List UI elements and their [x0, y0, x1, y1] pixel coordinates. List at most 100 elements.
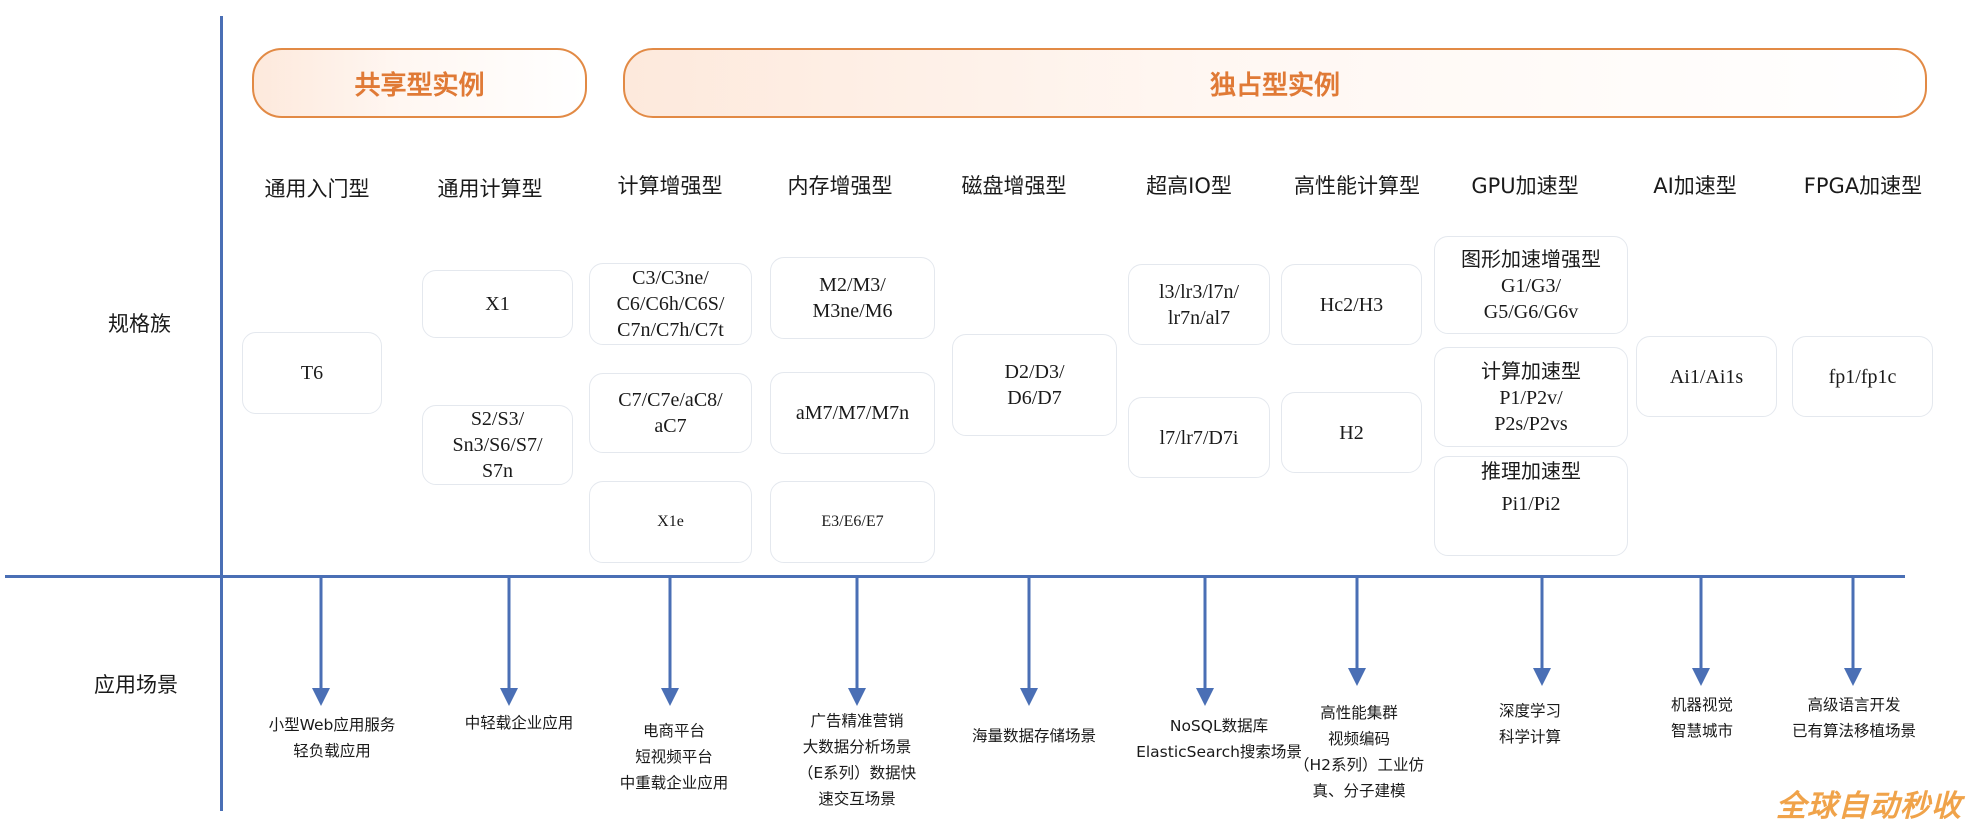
- scenario-line: 机器视觉: [1670, 696, 1733, 714]
- spec-text: Hc2/H3: [1319, 293, 1384, 316]
- scenario-line: 深度学习: [1498, 702, 1561, 720]
- spec-text: Pi1/Pi2: [1501, 493, 1561, 515]
- banner-shared-label: 共享型实例: [354, 70, 485, 101]
- scenario-text: 高性能集群 视频编码 （H2系列）工业仿 真、分子建模: [1269, 700, 1449, 804]
- spec-box: C3/C3ne/ C6/C6h/C6S/ C7n/C7h/C7t: [589, 263, 752, 345]
- spec-box: M2/M3/ M3ne/M6: [770, 257, 935, 339]
- row-label-scenario: 应用场景: [94, 673, 178, 697]
- spec-box: 推理加速型 Pi1/Pi2: [1434, 456, 1628, 556]
- spec-text: M3ne/M6: [812, 300, 893, 322]
- scenario-line: 真、分子建模: [1312, 782, 1406, 800]
- spec-text: P2s/P2vs: [1494, 413, 1568, 435]
- spec-text: X1e: [657, 513, 684, 530]
- spec-text: C7n/C7h/C7t: [617, 319, 724, 341]
- gpu-group-title: 推理加速型: [1481, 459, 1581, 483]
- scenario-line: 电商平台: [642, 722, 705, 740]
- horizontal-axis-line: [5, 575, 1905, 578]
- column-header: 磁盘增强型: [961, 174, 1067, 198]
- arrow: [1020, 577, 1038, 706]
- spec-box: l7/lr7/D7i: [1128, 397, 1270, 478]
- spec-text: aM7/M7/M7n: [795, 402, 910, 424]
- column-header: FPGA加速型: [1803, 174, 1923, 198]
- spec-box: S2/S3/ Sn3/S6/S7/ S7n: [422, 405, 573, 485]
- vertical-axis-line: [220, 16, 223, 811]
- banner-shared-instance: 共享型实例: [252, 48, 587, 118]
- scenario-line: 智慧城市: [1670, 722, 1733, 740]
- scenario-text: 高级语言开发 已有算法移植场景: [1764, 692, 1944, 744]
- spec-text: C6/C6h/C6S/: [616, 293, 725, 315]
- spec-text: aC7: [654, 415, 687, 437]
- spec-text: T6: [300, 362, 324, 384]
- column-header: 通用计算型: [437, 177, 543, 201]
- scenario-text: 小型Web应用服务 轻负载应用: [242, 712, 422, 764]
- spec-box: 计算加速型 P1/P2v/ P2s/P2vs: [1434, 347, 1628, 447]
- scenario-line: 中重载企业应用: [619, 774, 729, 792]
- scenario-line: 大数据分析场景: [802, 738, 912, 756]
- scenario-line: ElasticSearch搜索场景: [1136, 743, 1302, 761]
- column-header: 内存增强型: [787, 174, 893, 198]
- spec-text: P1/P2v/: [1499, 387, 1563, 409]
- scenario-text: 海量数据存储场景: [944, 723, 1124, 749]
- spec-text: C7/C7e/aC8/: [618, 389, 723, 411]
- scenario-line: 广告精准营销: [810, 712, 904, 730]
- spec-text: C3/C3ne/: [632, 267, 709, 289]
- column-header: 通用入门型: [264, 177, 370, 201]
- arrow: [1844, 577, 1862, 686]
- spec-box: X1: [422, 270, 573, 338]
- spec-box: E3/E6/E7: [770, 481, 935, 563]
- spec-text: E3/E6/E7: [821, 513, 884, 530]
- spec-text: l7/lr7/D7i: [1159, 426, 1239, 449]
- column-header: AI加速型: [1653, 174, 1737, 198]
- scenario-line: 视频编码: [1327, 730, 1390, 748]
- scenario-line: 高级语言开发: [1807, 696, 1901, 714]
- scenario-line: 速交互场景: [818, 790, 896, 808]
- scenario-line: （E系列）数据快: [797, 764, 917, 782]
- scenario-line: 科学计算: [1498, 728, 1561, 746]
- spec-text: X1: [485, 293, 510, 315]
- watermark: 全球自动秒收: [1776, 789, 1962, 824]
- spec-box: D2/D3/ D6/D7: [952, 334, 1117, 436]
- scenario-text: 机器视觉 智慧城市: [1612, 692, 1792, 744]
- spec-text: M2/M3/: [819, 274, 886, 296]
- arrow: [1692, 577, 1710, 686]
- spec-box: Hc2/H3: [1281, 264, 1422, 345]
- arrow: [1348, 577, 1366, 686]
- spec-text: Ai1/Ai1s: [1669, 365, 1744, 388]
- spec-box: Ai1/Ai1s: [1636, 336, 1777, 417]
- spec-box: H2: [1281, 392, 1422, 473]
- spec-box: fp1/fp1c: [1792, 336, 1933, 417]
- column-header: 计算增强型: [617, 174, 723, 198]
- spec-text: D6/D7: [1007, 387, 1062, 409]
- scenario-line: 高性能集群: [1320, 704, 1398, 722]
- spec-text: fp1/fp1c: [1828, 365, 1897, 388]
- row-label-spec-family: 规格族: [108, 312, 171, 336]
- scenario-text: 广告精准营销 大数据分析场景 （E系列）数据快 速交互场景: [767, 708, 947, 812]
- scenario-text: 电商平台 短视频平台 中重载企业应用: [584, 718, 764, 796]
- spec-text: S7n: [481, 460, 514, 482]
- arrow: [1533, 577, 1551, 686]
- spec-text: l3/lr3/l7n/: [1159, 280, 1239, 303]
- scenario-line: 小型Web应用服务: [268, 716, 396, 734]
- scenario-line: 短视频平台: [635, 748, 713, 766]
- spec-text: G5/G6/G6v: [1483, 301, 1579, 323]
- scenario-text: 中轻载企业应用: [429, 710, 609, 736]
- banner-exclusive-instance: 独占型实例: [623, 48, 1927, 118]
- arrow: [312, 577, 330, 706]
- arrow: [500, 577, 518, 706]
- spec-text: lr7n/al7: [1167, 306, 1231, 329]
- scenario-text: 深度学习 科学计算: [1440, 698, 1620, 750]
- spec-box: l3/lr3/l7n/ lr7n/al7: [1128, 264, 1270, 345]
- scenario-line: 海量数据存储场景: [971, 727, 1096, 745]
- scenario-line: （H2系列）工业仿: [1293, 756, 1425, 774]
- spec-text: G1/G3/: [1501, 275, 1561, 297]
- spec-box: T6: [242, 332, 382, 414]
- scenario-line: 轻负载应用: [293, 742, 371, 760]
- spec-text: D2/D3/: [1004, 361, 1065, 383]
- gpu-group-title: 计算加速型: [1481, 359, 1581, 383]
- spec-text: S2/S3/: [470, 408, 525, 430]
- spec-text: H2: [1339, 421, 1364, 444]
- column-header: GPU加速型: [1471, 174, 1579, 198]
- banner-exclusive-label: 独占型实例: [1209, 70, 1340, 101]
- scenario-text: NoSQL数据库 ElasticSearch搜索场景: [1129, 713, 1309, 765]
- spec-box: aM7/M7/M7n: [770, 372, 935, 454]
